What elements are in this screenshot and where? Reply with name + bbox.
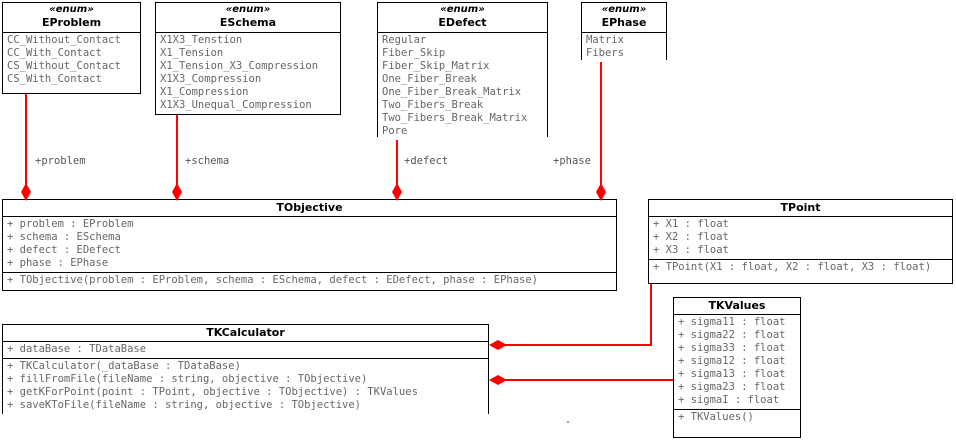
attribute-list-tobjective: + problem : EProblem + schema : ESchema … xyxy=(3,217,616,272)
class-name-label: EPhase xyxy=(601,16,647,29)
enum-literal: CS_With_Contact xyxy=(7,73,102,85)
stereotype-label: «enum» xyxy=(440,4,485,15)
attribute-row: + X1 : float xyxy=(653,218,729,230)
enum-literal: One_Fiber_Break xyxy=(382,73,477,85)
attribute-row: + sigma11 : float xyxy=(678,316,786,328)
class-header-ephase: «enum» EPhase xyxy=(582,3,666,33)
class-header-tkvalues: TKValues xyxy=(674,298,800,315)
association-line-problem xyxy=(25,94,27,188)
association-line-tkvalues-horizontal xyxy=(497,379,674,381)
attribute-row: + sigma12 : float xyxy=(678,355,786,367)
operation-row: + saveKToFile(fileName : string, objecti… xyxy=(7,399,362,411)
class-name-label: TObjective xyxy=(276,201,343,214)
attribute-row: + schema : ESchema xyxy=(7,231,121,243)
attribute-row: + sigma33 : float xyxy=(678,342,786,354)
enum-literal: One_Fiber_Break_Matrix xyxy=(382,86,522,98)
operation-row: + fillFromFile(fileName : string, object… xyxy=(7,373,368,385)
class-header-edefect: «enum» EDefect xyxy=(378,3,547,33)
class-header-tobjective: TObjective xyxy=(3,200,616,217)
enum-literal: CC_Without_Contact xyxy=(7,34,121,46)
enum-literal: X1X3_Compression xyxy=(160,73,262,85)
stereotype-label: «enum» xyxy=(49,4,94,15)
enum-literal: Two_Fibers_Break_Matrix xyxy=(382,112,528,124)
class-name-label: TKCalculator xyxy=(206,326,285,339)
class-header-tpoint: TPoint xyxy=(649,200,952,217)
class-box-tkvalues[interactable]: TKValues + sigma11 : float + sigma22 : f… xyxy=(673,297,801,438)
attribute-list-tkcalculator: + dataBase : TDataBase xyxy=(3,342,488,358)
operation-list-tkcalculator: + TKCalculator(_dataBase : TDataBase) + … xyxy=(3,358,488,414)
enum-literal: X1X3_Unequal_Compression xyxy=(160,99,312,111)
enum-literal: Regular xyxy=(382,34,427,46)
attribute-row: + phase : EPhase xyxy=(7,257,109,269)
render-artifact-dot xyxy=(567,421,569,423)
association-label-defect: +defect xyxy=(404,155,449,167)
operation-row: + TObjective(problem : EProblem, schema … xyxy=(7,274,539,286)
class-box-eschema[interactable]: «enum» ESchema X1X3_Tenstion X1_Tension … xyxy=(155,2,341,115)
association-line-schema xyxy=(176,115,178,188)
class-box-tkcalculator[interactable]: TKCalculator + dataBase : TDataBase + TK… xyxy=(2,324,489,414)
attribute-row: + sigma13 : float xyxy=(678,368,786,380)
class-box-tpoint[interactable]: TPoint + X1 : float + X2 : float + X3 : … xyxy=(648,199,953,284)
association-line-phase xyxy=(600,60,602,188)
attribute-list-tpoint: + X1 : float + X2 : float + X3 : float xyxy=(649,217,952,259)
association-label-schema: +schema xyxy=(185,155,230,167)
attribute-row: + sigma23 : float xyxy=(678,381,786,393)
enum-literal: Pore xyxy=(382,125,408,137)
enum-literal-list-ephase: Matrix Fibers xyxy=(582,33,666,62)
attribute-row: + sigma22 : float xyxy=(678,329,786,341)
enum-literal-list-edefect: Regular Fiber_Skip Fiber_Skip_Matrix One… xyxy=(378,33,547,140)
operation-row: + TKCalculator(_dataBase : TDataBase) xyxy=(7,360,241,372)
operation-row: + TKValues() xyxy=(678,411,754,423)
attribute-row: + dataBase : TDataBase xyxy=(7,343,147,355)
attribute-row: + X3 : float xyxy=(653,244,729,256)
class-name-label: ESchema xyxy=(219,16,277,29)
attribute-row: + sigmaI : float xyxy=(678,394,780,406)
attribute-row: + X2 : float xyxy=(653,231,729,243)
association-label-problem: +problem xyxy=(35,155,86,167)
association-label-phase: +phase xyxy=(553,155,591,167)
class-box-eproblem[interactable]: «enum» EProblem CC_Without_Contact CC_Wi… xyxy=(2,2,141,94)
enum-literal: Fiber_Skip xyxy=(382,47,446,59)
operation-list-tpoint: + TPoint(X1 : float, X2 : float, X3 : fl… xyxy=(649,259,952,276)
enum-literal: Matrix xyxy=(586,34,624,46)
attribute-row: + defect : EDefect xyxy=(7,244,121,256)
association-line-tpoint-horizontal xyxy=(497,344,652,346)
class-header-eproblem: «enum» EProblem xyxy=(3,3,140,33)
operation-row: + getKForPoint(point : TPoint, objective… xyxy=(7,386,418,398)
operation-list-tobjective: + TObjective(problem : EProblem, schema … xyxy=(3,272,616,289)
association-line-defect xyxy=(396,137,398,188)
enum-literal: CC_With_Contact xyxy=(7,47,102,59)
class-header-tkcalculator: TKCalculator xyxy=(3,325,488,342)
class-name-label: TPoint xyxy=(780,201,821,214)
enum-literal: X1_Compression xyxy=(160,86,249,98)
class-name-label: EDefect xyxy=(438,16,487,29)
class-header-eschema: «enum» ESchema xyxy=(156,3,340,33)
enum-literal: X1_Tension_X3_Compression xyxy=(160,60,319,72)
enum-literal-list-eproblem: CC_Without_Contact CC_With_Contact CS_Wi… xyxy=(3,33,140,88)
enum-literal: Fibers xyxy=(586,47,624,59)
operation-list-tkvalues: + TKValues() xyxy=(674,409,800,426)
operation-row: + TPoint(X1 : float, X2 : float, X3 : fl… xyxy=(653,261,932,273)
enum-literal: X1_Tension xyxy=(160,47,224,59)
stereotype-label: «enum» xyxy=(225,4,271,15)
class-name-label: EProblem xyxy=(41,16,102,29)
association-line-tpoint-vertical xyxy=(650,284,652,345)
enum-literal: X1X3_Tenstion xyxy=(160,34,243,46)
enum-literal: Two_Fibers_Break xyxy=(382,99,484,111)
class-name-label: TKValues xyxy=(708,299,766,312)
attribute-row: + problem : EProblem xyxy=(7,218,134,230)
class-box-edefect[interactable]: «enum» EDefect Regular Fiber_Skip Fiber_… xyxy=(377,2,548,140)
class-box-ephase[interactable]: «enum» EPhase Matrix Fibers xyxy=(581,2,667,62)
stereotype-label: «enum» xyxy=(601,4,647,15)
enum-literal-list-eschema: X1X3_Tenstion X1_Tension X1_Tension_X3_C… xyxy=(156,33,340,114)
enum-literal: CS_Without_Contact xyxy=(7,60,121,72)
attribute-list-tkvalues: + sigma11 : float + sigma22 : float + si… xyxy=(674,315,800,409)
class-box-tobjective[interactable]: TObjective + problem : EProblem + schema… xyxy=(2,199,617,291)
enum-literal: Fiber_Skip_Matrix xyxy=(382,60,490,72)
